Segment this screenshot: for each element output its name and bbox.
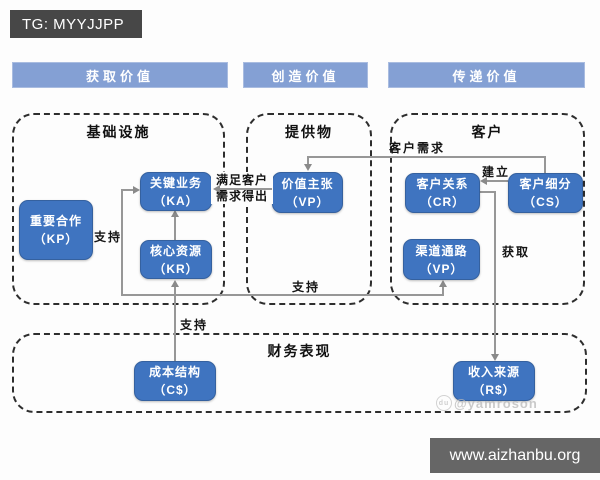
node-cost-structure: 成本结构 （C$） — [134, 361, 216, 401]
connector-customer-demand-horizontal — [307, 156, 545, 158]
connector-acquire-vertical — [494, 191, 496, 354]
node-key-activities-title: 关键业务 — [149, 175, 202, 190]
connector-vp-to-ka — [220, 188, 272, 190]
node-key-activities-code: （KA） — [153, 193, 199, 208]
tg-badge-text: TG: MYYJJPP — [22, 15, 125, 33]
node-key-partners-title: 重要合作 — [29, 214, 82, 228]
node-key-resources-code: （KR） — [153, 261, 199, 276]
node-value-proposition: 价值主张 （VP） — [272, 172, 343, 213]
edge-label-support-cost: 支持 — [180, 318, 209, 332]
header-deliver-value-label: 传递价值 — [452, 68, 521, 84]
arrow-left-icon — [213, 185, 220, 193]
section-customer: 客户 — [390, 113, 585, 305]
node-revenue-streams-code: （R$） — [472, 383, 516, 397]
connector-into-channel — [442, 286, 444, 296]
arrow-up-icon — [439, 280, 447, 287]
node-channels-code: （VP） — [419, 261, 464, 276]
edge-label-support-kp: 支持 — [94, 230, 123, 244]
tg-badge: TG: MYYJJPP — [10, 10, 142, 38]
arrow-up-icon — [171, 210, 179, 217]
section-offering: 提供物 — [246, 113, 372, 305]
watermark-text: @yamroson — [454, 395, 538, 411]
connector-kr-to-ka — [174, 216, 176, 240]
section-customer-title: 客户 — [471, 124, 504, 140]
node-customer-relationships: 客户关系 （CR） — [405, 173, 480, 213]
section-offering-title: 提供物 — [285, 124, 333, 140]
arrow-left-icon — [480, 177, 487, 185]
connector-establish — [487, 180, 508, 182]
edge-label-customer-demand: 客户需求 — [389, 141, 446, 155]
node-value-proposition-title: 价值主张 — [281, 176, 334, 191]
node-revenue-streams: 收入来源 （R$） — [453, 361, 535, 401]
connector-cost-to-kr — [174, 286, 176, 361]
node-channels: 渠道通路 （VP） — [403, 239, 480, 280]
arrow-up-icon — [171, 280, 179, 287]
header-create-value: 创造价值 — [243, 62, 368, 88]
header-create-value-label: 创造价值 — [271, 68, 340, 84]
node-revenue-streams-title: 收入来源 — [467, 365, 520, 379]
node-customer-segments-code: （CS） — [523, 195, 568, 209]
node-channels-title: 渠道通路 — [415, 243, 468, 258]
footer-url-bar: www.aizhanbu.org — [430, 438, 600, 473]
node-key-resources: 核心资源 （KR） — [140, 240, 212, 279]
node-value-proposition-code: （VP） — [285, 194, 330, 209]
connector-customer-demand-into-vp — [307, 156, 309, 164]
node-cost-structure-title: 成本结构 — [148, 365, 201, 379]
node-key-partners: 重要合作 （KP） — [19, 200, 93, 260]
node-key-activities: 关键业务 （KA） — [140, 172, 212, 211]
node-customer-relationships-title: 客户关系 — [416, 177, 469, 191]
node-cost-structure-code: （C$） — [153, 383, 197, 397]
section-finance: 财务表现 — [12, 333, 587, 413]
arrow-right-icon — [133, 186, 140, 194]
node-customer-segments-title: 客户细分 — [519, 177, 572, 191]
connector-support-horizontal — [121, 294, 444, 296]
node-key-partners-code: （KP） — [33, 232, 79, 246]
du-logo-icon: du — [436, 395, 452, 411]
edge-label-derive-line2: 需求得出 — [215, 189, 268, 204]
header-capture-value-label: 获取价值 — [85, 68, 154, 84]
footer-url-text: www.aizhanbu.org — [449, 446, 581, 464]
section-finance-title: 财务表现 — [267, 343, 332, 359]
edge-label-establish: 建立 — [482, 165, 511, 179]
connector-support-left-vertical — [121, 190, 123, 296]
arrow-down-icon — [304, 164, 312, 171]
node-customer-segments: 客户细分 （CS） — [508, 173, 583, 213]
edge-label-derive-line1: 满足客户 — [215, 173, 268, 187]
node-key-resources-title: 核心资源 — [149, 243, 202, 258]
watermark: du @yamroson — [436, 395, 538, 411]
edge-label-acquire: 获取 — [502, 245, 531, 259]
edge-label-support-mid: 支持 — [292, 280, 321, 294]
header-capture-value: 获取价值 — [12, 62, 228, 88]
header-deliver-value: 传递价值 — [388, 62, 585, 88]
connector-into-ka — [121, 189, 134, 191]
connector-acquire-stub — [480, 191, 495, 193]
arrow-down-icon — [491, 354, 499, 361]
node-customer-relationships-code: （CR） — [419, 195, 466, 209]
section-infrastructure: 基础设施 — [12, 113, 225, 305]
connector-customer-demand-right-drop — [544, 156, 546, 173]
section-infrastructure-title: 基础设施 — [86, 124, 151, 140]
